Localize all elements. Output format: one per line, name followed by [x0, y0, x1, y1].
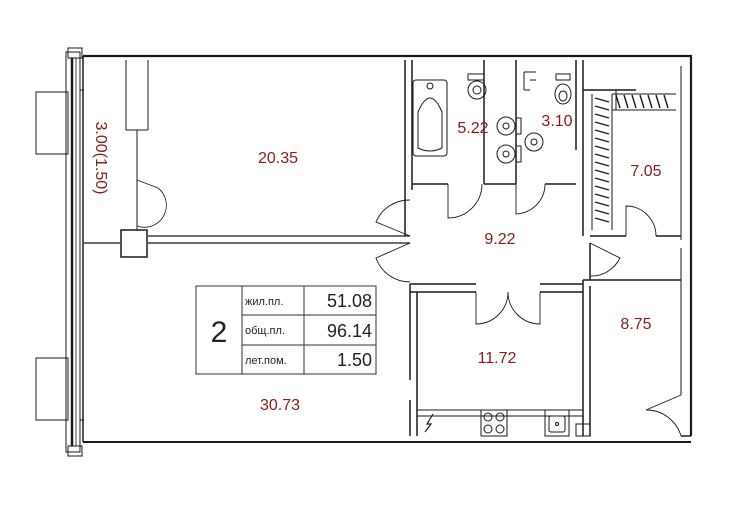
total-area-label: общ.пл. — [245, 325, 285, 337]
closet-shelving — [591, 90, 676, 230]
living-area-label: жил.пл. — [245, 296, 283, 308]
sink-icon — [544, 409, 591, 437]
summer-area-label: лет.пом. — [245, 355, 287, 367]
room-area-closet: 7.05 — [630, 163, 661, 180]
balcony — [35, 47, 84, 457]
room-area-hall: 9.22 — [484, 231, 515, 248]
room-area-bath: 5.22 — [457, 120, 488, 137]
partition-walls-left — [84, 60, 410, 258]
bathtub-icon — [412, 79, 448, 157]
living-area-value: 51.08 — [327, 291, 372, 311]
bath-fixtures — [467, 71, 572, 164]
summer-area-value: 1.50 — [337, 350, 372, 370]
summary-table — [195, 285, 377, 375]
total-area-value: 96.14 — [327, 321, 372, 341]
room-area-kitchen: 11.72 — [478, 350, 517, 367]
rooms-count: 2 — [211, 316, 228, 349]
exterior-walls — [82, 54, 693, 443]
door-swings — [375, 183, 682, 437]
room-area-balcony: 3.00(1.50) — [92, 122, 109, 195]
stove-icon — [480, 409, 508, 437]
closet-hangers — [594, 94, 669, 223]
inner-walls — [404, 60, 681, 436]
room-area-corridor: 8.75 — [620, 316, 651, 333]
room-area-wc: 3.10 — [541, 113, 572, 130]
room-area-bedroom: 20.35 — [258, 150, 298, 167]
room-area-living: 30.73 — [260, 397, 300, 414]
